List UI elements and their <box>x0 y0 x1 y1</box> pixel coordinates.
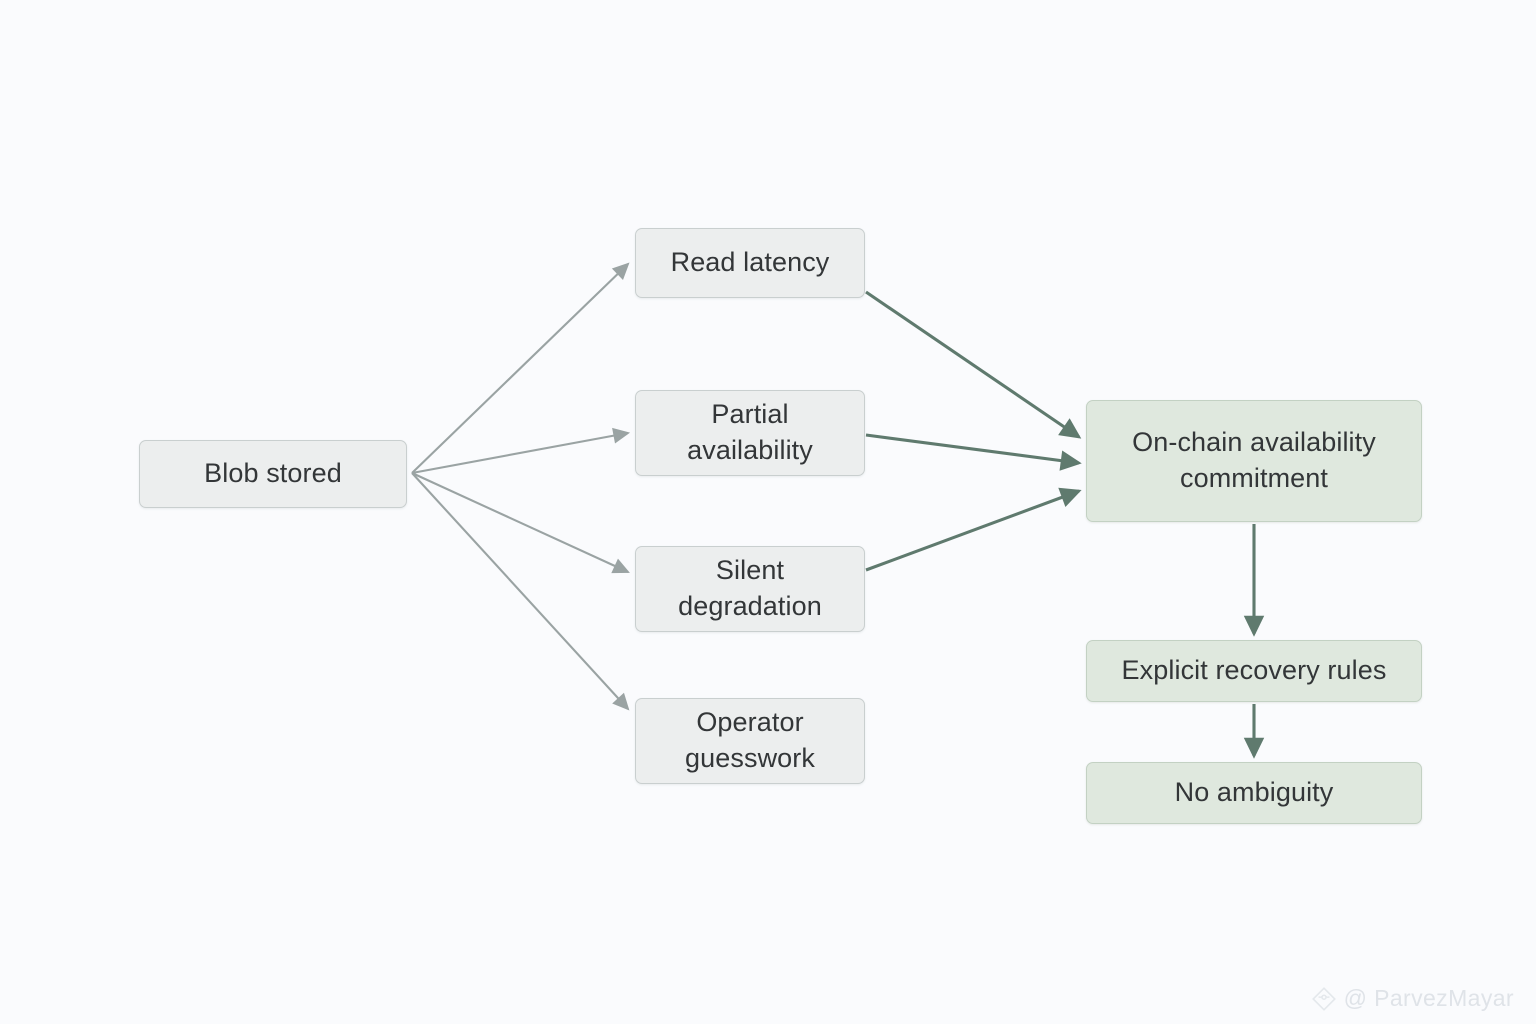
node-partial-availability[interactable]: Partial availability <box>635 390 865 476</box>
edge-blob-stored-to-read-latency <box>411 262 630 474</box>
node-explicit-recovery-rules[interactable]: Explicit recovery rules <box>1086 640 1422 702</box>
diamond-logo-icon <box>1311 986 1336 1011</box>
node-operator-guesswork[interactable]: Operator guesswork <box>635 698 865 784</box>
edge-partial-availability-to-onchain-commitment <box>865 433 1082 471</box>
edge-silent-degradation-to-onchain-commitment <box>865 487 1082 572</box>
node-silent-degradation[interactable]: Silent degradation <box>635 546 865 632</box>
edge-read-latency-to-onchain-commitment <box>865 290 1082 439</box>
node-read-latency[interactable]: Read latency <box>635 228 865 298</box>
edge-blob-stored-to-operator-guesswork <box>411 472 630 711</box>
watermark: @ ParvezMayar <box>1311 985 1514 1012</box>
node-label: On-chain availability commitment <box>1132 427 1376 493</box>
node-label: Operator guesswork <box>685 707 815 773</box>
node-label: No ambiguity <box>1174 777 1334 808</box>
node-onchain-availability-commitment[interactable]: On-chain availability commitment <box>1086 400 1422 522</box>
edge-blob-stored-to-partial-availability <box>411 427 631 475</box>
node-no-ambiguity[interactable]: No ambiguity <box>1086 762 1422 824</box>
edge-blob-stored-to-silent-degradation <box>411 472 630 574</box>
watermark-handle: @ ParvezMayar <box>1343 985 1514 1011</box>
node-label: Partial availability <box>687 399 813 465</box>
node-blob-stored[interactable]: Blob stored <box>139 440 407 508</box>
node-label: Explicit recovery rules <box>1121 655 1387 686</box>
node-label: Silent degradation <box>678 555 822 621</box>
node-label: Blob stored <box>204 458 342 489</box>
node-label: Read latency <box>670 247 830 278</box>
